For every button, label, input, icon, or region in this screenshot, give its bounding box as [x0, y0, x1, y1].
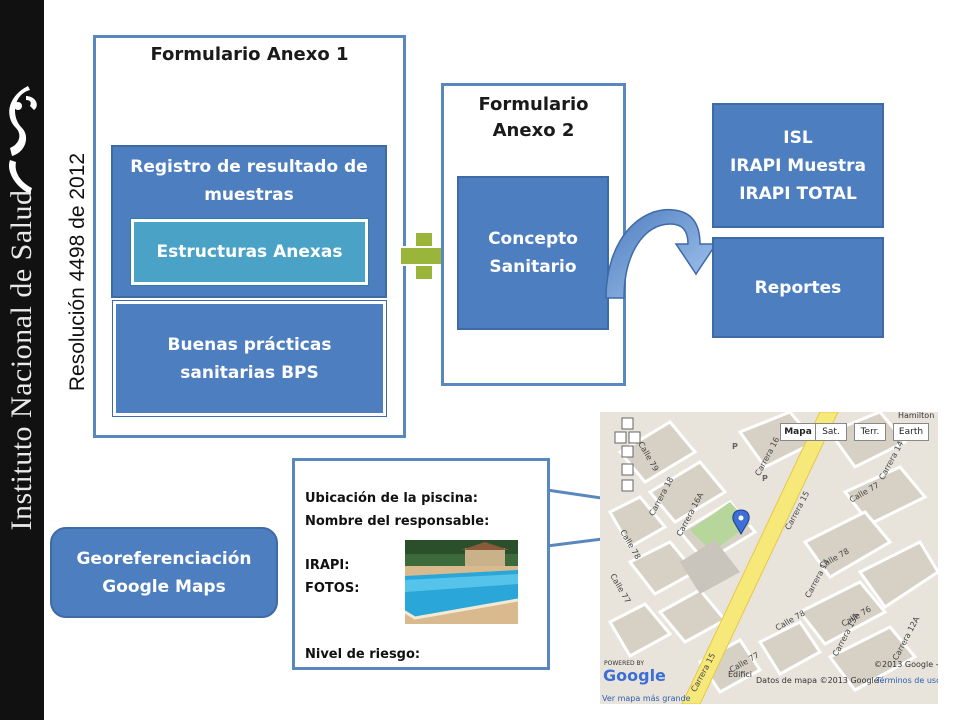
- concepto-line-1: Concepto: [488, 229, 578, 249]
- ubicacion-label: Ubicación de la piscina:: [305, 491, 478, 506]
- map-edificio: Edifici: [728, 670, 753, 679]
- map-type-terr[interactable]: Terr.: [854, 423, 886, 441]
- map-datos: Datos de mapa ©2013 Google -: [756, 676, 885, 685]
- map-label-hamilton: Hamilton: [898, 412, 935, 420]
- institution-name: Instituto Nacional de Salud: [5, 189, 38, 531]
- concepto-line-2: Sanitario: [489, 257, 577, 277]
- estructuras-anexas-label: Estructuras Anexas: [156, 242, 343, 262]
- estructuras-anexas-box: Estructuras Anexas: [130, 218, 369, 286]
- anexo2-title: Formulario Anexo 2: [441, 92, 626, 144]
- ver-mapa-link[interactable]: Ver mapa más grande: [602, 694, 691, 703]
- responsable-label: Nombre del responsable:: [305, 514, 490, 529]
- map-type-earth[interactable]: Earth: [893, 423, 929, 441]
- isl-line-2: IRAPI Muestra: [730, 155, 866, 176]
- google-map[interactable]: Mapa Sat. Terr. Earth Hamilton Carrera 1…: [600, 412, 938, 704]
- reportes-label: Reportes: [754, 277, 842, 298]
- anexo2-title-line-1: Formulario: [478, 94, 589, 115]
- institution-sidebar: [0, 0, 44, 720]
- geo-line-1: Georeferenciación: [76, 548, 252, 569]
- poi-icon: P: [762, 474, 768, 483]
- resolution-label: Resolución 4498 de 2012: [66, 152, 89, 392]
- georeferenciacion-button[interactable]: Georeferenciación Google Maps: [50, 527, 278, 618]
- concepto-sanitario-box: Concepto Sanitario: [457, 176, 609, 330]
- map-type-sat[interactable]: Sat.: [815, 423, 847, 441]
- poi-icon: P: [732, 442, 738, 451]
- google-logo: Google: [603, 666, 666, 685]
- bps-line-2: sanitarias BPS: [180, 362, 319, 383]
- isl-line-1: ISL: [783, 127, 813, 148]
- curved-arrow-icon: [600, 200, 720, 305]
- isl-line-3: IRAPI TOTAL: [739, 183, 857, 204]
- pool-photo: [405, 540, 518, 624]
- registro-line-1: Registro de resultado de: [130, 157, 368, 177]
- irapi-label: IRAPI:: [305, 558, 350, 573]
- powered-by-label: POWERED BY: [604, 660, 645, 667]
- isl-box: ISL IRAPI Muestra IRAPI TOTAL: [712, 103, 884, 228]
- nivel-riesgo-label: Nivel de riesgo:: [305, 647, 421, 662]
- anexo1-title: Formulario Anexo 1: [150, 44, 349, 65]
- reportes-box: Reportes: [712, 237, 884, 338]
- terminos-link[interactable]: Términos de uso: [876, 676, 938, 685]
- anexo2-title-line-2: Anexo 2: [492, 120, 575, 141]
- registro-line-2: muestras: [204, 185, 294, 205]
- map-type-mapa[interactable]: Mapa: [780, 423, 816, 441]
- bps-line-1: Buenas prácticas: [167, 334, 332, 355]
- bps-box: Buenas prácticas sanitarias BPS: [112, 300, 387, 417]
- geo-line-2: Google Maps: [102, 576, 226, 597]
- map-copyright: ©2013 Google -: [874, 660, 938, 669]
- ins-logo: [0, 86, 44, 196]
- fotos-label: FOTOS:: [305, 581, 360, 596]
